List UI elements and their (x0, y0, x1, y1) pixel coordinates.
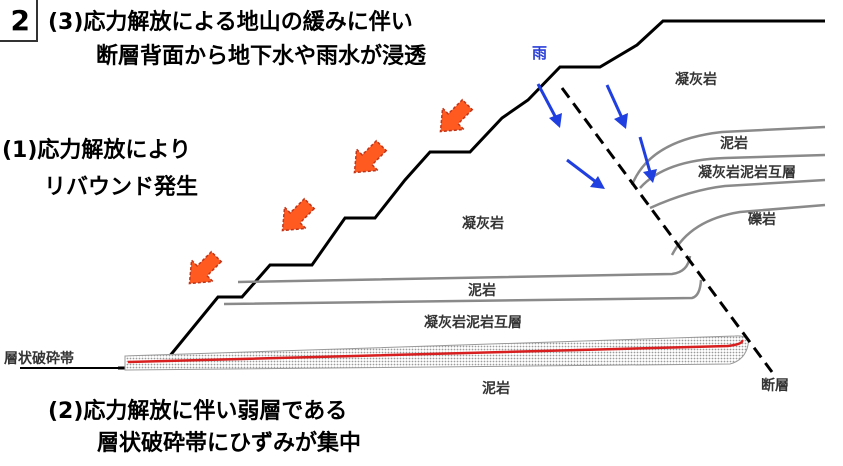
rebound-arrow-3 (353, 139, 388, 174)
boundary-mudstone-bottom (223, 279, 703, 306)
label-tuff-left: 凝灰岩 (462, 216, 504, 232)
label-alternation-right: 凝灰岩泥岩互層 (698, 165, 796, 181)
water-arrow-2 (605, 84, 628, 129)
boundary-conglomerate-top (649, 178, 826, 210)
rain-label: 雨 (532, 44, 548, 62)
label-conglomerate: 礫岩 (748, 212, 776, 228)
label-mudstone-mid: 泥岩 (468, 283, 496, 299)
slope-surface (118, 19, 825, 370)
label-crushed-zone: 層状破砕帯 (4, 351, 74, 367)
label-alternation-left: 凝灰岩泥岩互層 (424, 315, 522, 331)
water-arrow-1 (536, 83, 562, 128)
rebound-caption-line1: (1)応力解放により (2, 138, 191, 163)
rebound-arrow-2 (281, 197, 316, 232)
strain-caption-line1: (2)応力解放に伴い弱層である (48, 399, 348, 424)
fault-line (560, 87, 774, 373)
figure-number: 2 (0, 0, 38, 42)
infiltration-caption-line1: (3)応力解放による地山の緩みに伴い (48, 10, 413, 35)
water-arrow-4 (566, 158, 605, 189)
boundary-mudstone-top (237, 255, 692, 284)
label-tuff-right: 凝灰岩 (675, 72, 717, 88)
strain-caption-line2: 層状破砕帯にひずみが集中 (97, 431, 362, 456)
label-mudstone-bottom: 泥岩 (482, 381, 510, 397)
label-fault: 断層 (761, 378, 789, 394)
boundary-right-mudstone-top (630, 125, 826, 186)
water-arrow-3 (638, 136, 657, 183)
label-mudstone-right: 泥岩 (720, 136, 748, 152)
rebound-arrow-1 (188, 250, 223, 285)
crushed-zone-red-line (127, 339, 744, 364)
rebound-arrow-4 (439, 98, 474, 133)
rebound-caption-line2: リバウンド発生 (44, 175, 199, 200)
boundary-right-alternation-top (639, 153, 826, 189)
infiltration-caption-line2: 断層背面から地下水や雨水が浸透 (96, 44, 427, 69)
boundary-conglomerate-bottom (670, 203, 826, 256)
